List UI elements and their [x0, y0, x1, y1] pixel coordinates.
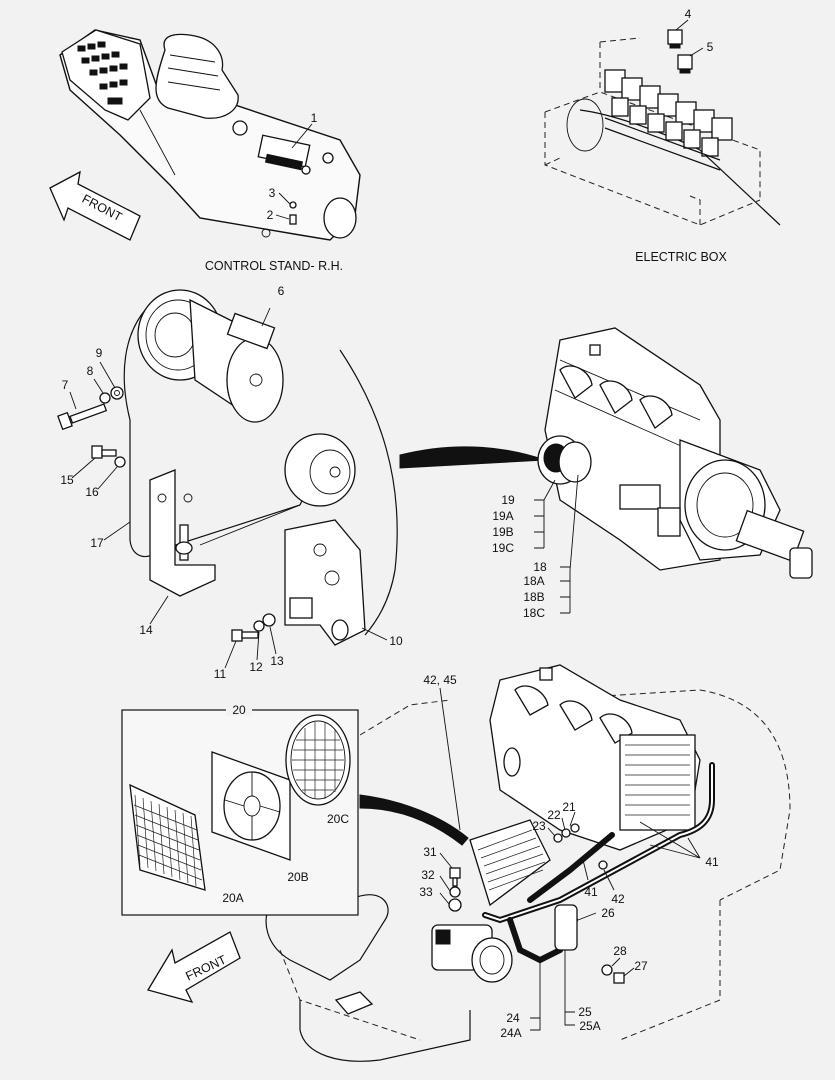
callout-18b: 18B	[523, 590, 544, 604]
callout-11: 11	[214, 667, 227, 681]
callout-12: 12	[249, 660, 263, 674]
callout-17: 17	[90, 536, 104, 550]
control-stand-caption: CONTROL STAND- R.H.	[205, 259, 343, 273]
keypad-buttons	[77, 41, 128, 105]
electric-box-caption: ELECTRIC BOX	[635, 250, 727, 264]
callout-41-b: 41	[705, 855, 719, 869]
callout-28: 28	[613, 944, 627, 958]
electric-box-group: 4 5 ELECTRIC BOX	[544, 7, 781, 264]
bottom-engine-group: 42, 45 21 22 23 31 32 33 26 41 42 41 28 …	[147, 664, 719, 1040]
callout-18: 18	[533, 560, 547, 574]
callout-31: 31	[423, 845, 437, 859]
front-arrow-bottom	[147, 931, 241, 1004]
callout-8: 8	[87, 364, 94, 378]
callout-32: 32	[421, 868, 435, 882]
callout-4: 4	[685, 7, 692, 21]
callout-33: 33	[419, 885, 433, 899]
callout-2: 2	[267, 208, 274, 222]
callout-14: 14	[139, 623, 153, 637]
callout-9: 9	[96, 346, 103, 360]
callout-10: 10	[389, 634, 403, 648]
callout-18a: 18A	[523, 574, 544, 588]
callout-21: 21	[562, 800, 576, 814]
callout-18c: 18C	[523, 606, 545, 620]
callout-20c: 20C	[327, 812, 349, 826]
machine-frame-group	[265, 689, 791, 1062]
callout-22: 22	[547, 808, 561, 822]
callout-20b: 20B	[287, 870, 308, 884]
condenser-inset: 20 20A 20B 20C	[121, 702, 359, 916]
callout-25a: 25A	[579, 1019, 600, 1033]
control-stand-group: 1 3 2 FRONT CONTROL STAND- R.H.	[49, 29, 361, 273]
callout-15: 15	[60, 473, 74, 487]
callout-19b: 19B	[492, 525, 513, 539]
callout-26: 26	[601, 906, 615, 920]
callout-24a: 24A	[500, 1026, 521, 1040]
callout-27: 27	[634, 959, 648, 973]
callout-6: 6	[278, 284, 285, 298]
callout-5: 5	[707, 40, 714, 54]
callout-13: 13	[270, 654, 284, 668]
callout-20: 20	[232, 703, 246, 717]
callout-7: 7	[62, 378, 69, 392]
engine-group: 19 19A 19B 19C 18 18A 18B 18C	[492, 327, 813, 620]
callout-3: 3	[269, 186, 276, 200]
callout-25: 25	[578, 1005, 592, 1019]
callout-23: 23	[532, 819, 546, 833]
callout-42-45: 42, 45	[423, 673, 457, 687]
callout-16: 16	[85, 485, 99, 499]
relay-block	[604, 69, 733, 171]
callout-24: 24	[506, 1011, 520, 1025]
callout-19c: 19C	[492, 541, 514, 555]
compressor-group: 6 9 8 7 15 16 17	[57, 284, 403, 681]
callout-42: 42	[611, 892, 625, 906]
callout-19a: 19A	[492, 509, 513, 523]
callout-19: 19	[501, 493, 515, 507]
front-arrow-top	[49, 170, 141, 241]
callout-20a: 20A	[222, 891, 243, 905]
callout-41-a: 41	[584, 885, 598, 899]
callout-1: 1	[311, 111, 318, 125]
